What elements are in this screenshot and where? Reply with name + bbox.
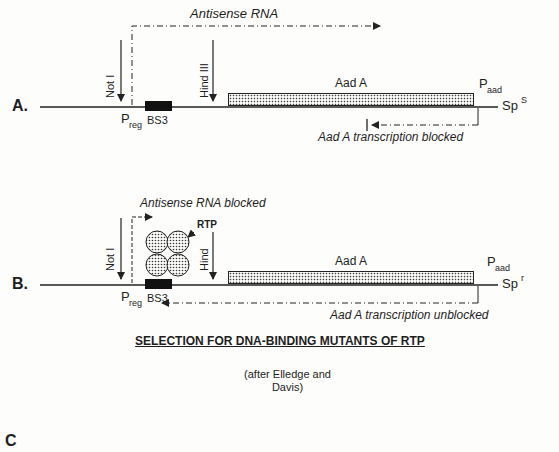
binding-site-box: BS3 — [145, 101, 172, 111]
site-arrow — [120, 218, 121, 279]
annotation-label: P — [121, 290, 130, 305]
annotation-label: aad — [487, 85, 502, 95]
promoter-tick — [478, 108, 479, 125]
dna-line — [40, 106, 498, 108]
annotation-label: Antisense RNA blocked — [140, 197, 266, 211]
protein-subunit — [167, 231, 189, 253]
annotation-label: r — [521, 273, 524, 283]
annotation-label: Aad A transcription unblocked — [330, 309, 489, 323]
protein-cluster: RTP — [145, 230, 191, 278]
annotation-label: Aad A transcription blocked — [318, 131, 463, 145]
binding-site-box: BS3 — [145, 279, 172, 289]
annotation-label: P — [121, 112, 130, 127]
transcription-arrow — [372, 125, 478, 126]
annotation-label: Not I — [104, 248, 117, 271]
annotation-label: S — [521, 95, 527, 105]
protein-subunit — [167, 254, 189, 276]
dna-line — [40, 284, 498, 286]
annotation-label: reg — [129, 120, 142, 130]
gene-box: Aad A — [228, 93, 474, 106]
site-arrow — [212, 232, 213, 279]
leader-line — [188, 232, 194, 237]
panel-letter: B. — [12, 275, 28, 293]
protein-subunit — [146, 254, 168, 276]
annotation-label: Hind III — [198, 63, 211, 98]
node-label: BS3 — [147, 114, 168, 127]
block-bar — [366, 119, 367, 131]
site-arrow — [212, 40, 213, 101]
gene-box: Aad A — [228, 271, 474, 284]
annotation-label: Antisense RNA — [190, 7, 278, 22]
protein-subunit — [146, 231, 168, 253]
panel-letter: C — [5, 432, 17, 450]
node-label: BS3 — [147, 292, 168, 305]
protein-shape — [145, 230, 191, 278]
annotation-label: Sp — [502, 277, 518, 292]
annotation-label: Sp — [502, 99, 518, 114]
annotation-label: Hind — [198, 248, 211, 271]
promoter-tick — [478, 286, 479, 303]
annotation-label: aad — [495, 263, 510, 273]
figure-title: SELECTION FOR DNA-BINDING MUTANTS OF RTP — [130, 334, 430, 349]
panel-letter: A. — [12, 97, 28, 115]
transcription-arrow — [162, 303, 478, 304]
figure-caption: (after Elledge and Davis) — [230, 368, 345, 394]
annotation-label: reg — [129, 298, 142, 308]
site-arrow — [120, 40, 121, 101]
node-label: RTP — [197, 219, 217, 231]
node-label: Aad A — [229, 77, 473, 91]
annotation-label: Not I — [104, 75, 117, 98]
node-label: Aad A — [229, 255, 473, 269]
annotation-label: P — [479, 77, 488, 92]
annotation-label: P — [487, 255, 496, 270]
